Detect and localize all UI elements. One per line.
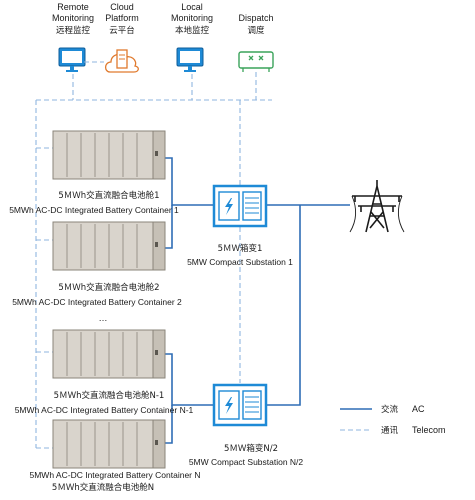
battery-container-icon xyxy=(52,419,166,469)
substation-icon xyxy=(212,184,268,228)
dispatch-router-icon xyxy=(238,51,274,72)
substation-n2-label: 5MW Compact Substation N/2 xyxy=(189,457,304,467)
battery-container-1-label: 5MWh AC-DC Integrated Battery Container … xyxy=(9,205,179,215)
battery-container-icon xyxy=(52,221,166,271)
remote-monitoring-cn-label: 远程监控 xyxy=(56,25,91,36)
battery-container-2: 5ＭＷh交直流融合电池舱2 5MWh AC-DC Integrated Batt… xyxy=(12,221,182,307)
dispatch-node: Dispatch 调度 xyxy=(238,13,274,72)
legend-telecom-cn-label: 通讯 xyxy=(381,425,399,436)
power-grid-tower-icon xyxy=(349,180,405,233)
battery-container-n-label: 5MWh AC-DC Integrated Battery Container … xyxy=(29,470,200,480)
battery-container-n-1: 5ＭＷh交直流融合电池舱N-1 5MWh AC-DC Integrated Ba… xyxy=(15,329,194,415)
legend: 交流 AC 通讯 Telecom xyxy=(340,404,446,436)
battery-container-icon xyxy=(52,329,166,379)
dispatch-cn-label: 调度 xyxy=(247,25,265,36)
battery-container-2-label: 5MWh AC-DC Integrated Battery Container … xyxy=(12,297,182,307)
compact-substation-1: 5ＭＷ箱变1 5MW Compact Substation 1 xyxy=(187,184,293,267)
battery-container-icon xyxy=(52,130,166,180)
battery-container-2-cn-label: 5ＭＷh交直流融合电池舱2 xyxy=(58,282,159,293)
dispatch-label: Dispatch xyxy=(238,13,273,23)
ellipsis-marker: … xyxy=(99,313,108,323)
local-monitoring-cn-label: 本地监控 xyxy=(175,25,210,36)
legend-telecom-label: Telecom xyxy=(412,425,446,435)
battery-container-n: 5MWh AC-DC Integrated Battery Container … xyxy=(29,419,201,493)
battery-container-n-cn-label: 5ＭＷh交直流融合电池舱N xyxy=(52,482,154,493)
remote-monitor-icon xyxy=(58,47,86,73)
legend-ac-label: AC xyxy=(412,404,425,414)
substation-n2-cn-label: 5ＭＷ箱变N/2 xyxy=(224,443,278,454)
cloud-server-icon xyxy=(104,49,139,73)
substation-1-cn-label: 5ＭＷ箱变1 xyxy=(218,243,263,254)
substation-1-label: 5MW Compact Substation 1 xyxy=(187,257,293,267)
legend-ac-cn-label: 交流 xyxy=(381,404,399,415)
battery-container-1-cn-label: 5ＭＷh交直流融合电池舱1 xyxy=(58,190,159,201)
battery-container-n-1-label: 5MWh AC-DC Integrated Battery Container … xyxy=(15,405,194,415)
substation-icon xyxy=(212,383,268,427)
local-monitor-icon xyxy=(176,47,204,73)
cloud-platform-cn-label: 云平台 xyxy=(109,25,135,36)
compact-substation-n2: 5ＭＷ箱变N/2 5MW Compact Substation N/2 xyxy=(189,383,304,467)
battery-container-n-1-cn-label: 5ＭＷh交直流融合电池舱N-1 xyxy=(54,390,165,401)
battery-container-1: 5ＭＷh交直流融合电池舱1 5MWh AC-DC Integrated Batt… xyxy=(9,130,179,215)
